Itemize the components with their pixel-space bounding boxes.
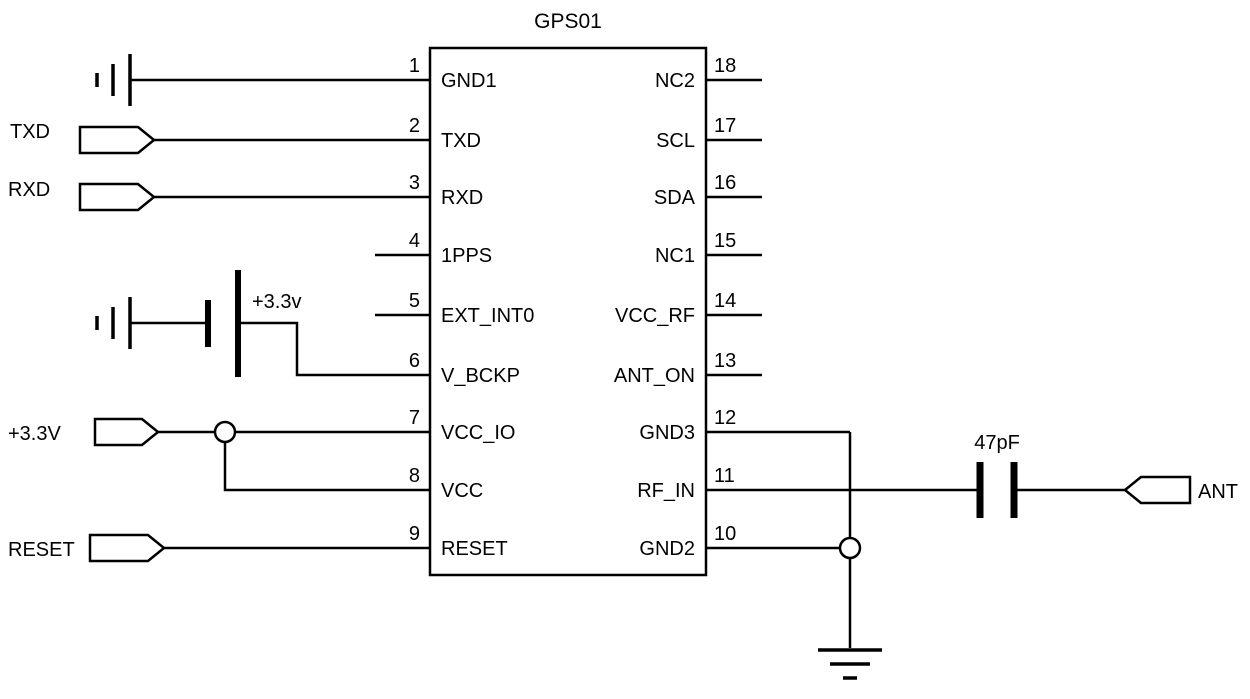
pin-name: GND1 [441,70,497,92]
pin-number: 6 [409,350,420,372]
pin-name: EXT_INT0 [441,305,534,327]
pin-number: 5 [409,290,420,312]
vcc-connector-flag [93,417,160,447]
pin-number: 3 [409,172,420,194]
ic-outline [428,46,708,577]
pin-name: V_BCKP [441,365,520,387]
vcc-label: +3.3V [8,423,61,445]
reset-label: RESET [8,539,75,561]
pin-number: 15 [714,230,736,252]
pin-name: GND2 [639,538,695,560]
pin-name: GND3 [639,422,695,444]
pin-name: 1PPS [441,245,492,267]
ic-gps01: GPS01 [428,10,708,577]
junction-gnd [838,536,862,560]
pin-number: 17 [714,115,736,137]
port-reset: RESET [8,533,166,563]
pin-name: VCC [441,480,483,502]
rxd-label: RXD [8,179,50,201]
reset-connector-flag [88,533,166,563]
pin-number: 14 [714,290,736,312]
pin-name: SCL [656,130,695,152]
pin-name: VCC_RF [615,305,695,327]
right-ground-net [818,432,882,680]
pin-number: 4 [409,230,420,252]
pin-number: 2 [409,115,420,137]
pin-number: 9 [409,523,420,545]
pin-name: NC2 [655,70,695,92]
ant-connector-flag [1123,475,1192,505]
pin-number: 8 [409,465,420,487]
txd-connector-flag [78,125,156,155]
pin-name: VCC_IO [441,422,515,444]
pin-number: 12 [714,407,736,429]
ic-title: GPS01 [534,10,602,33]
pin-number: 13 [714,350,736,372]
wire-vcc [223,432,430,492]
right-pins: 18 NC2 17 SCL 16 SDA 15 NC1 14 VCC_RF 13… [614,55,977,560]
capacitor-value-label: 47pF [974,432,1020,454]
rf-output-network: 47pF ANT [974,432,1238,518]
pin-number: 10 [714,523,736,545]
pin-number: 7 [409,407,420,429]
junction-vcc [213,420,237,444]
pin-name: NC1 [655,245,695,267]
pin-number: 16 [714,172,736,194]
backup-battery-circuit: +3.3v [95,270,301,377]
backup-voltage-label: +3.3v [252,291,301,313]
pin-number: 18 [714,55,736,77]
left-pins: 1 GND1 2 TXD 3 RXD 4 1PPS 5 EXT_INT0 6 V… [130,55,534,560]
pin-name: ANT_ON [614,365,695,387]
txd-label: TXD [10,121,50,143]
wire-vbckp [241,321,430,377]
ground-symbol-gnd1 [95,54,132,106]
pin-name: SDA [654,187,696,209]
pin-name: RXD [441,187,483,209]
port-rxd: RXD [8,179,156,212]
port-txd: TXD [10,121,156,155]
pin-number: 1 [409,55,420,77]
ant-label: ANT [1198,481,1238,503]
pin-name: TXD [441,130,481,152]
pin-number: 11 [714,465,735,487]
pin-name: RESET [441,538,508,560]
pin-name: RF_IN [637,480,695,502]
rxd-connector-flag [78,182,156,212]
port-vcc-3v3: +3.3V [8,417,237,447]
